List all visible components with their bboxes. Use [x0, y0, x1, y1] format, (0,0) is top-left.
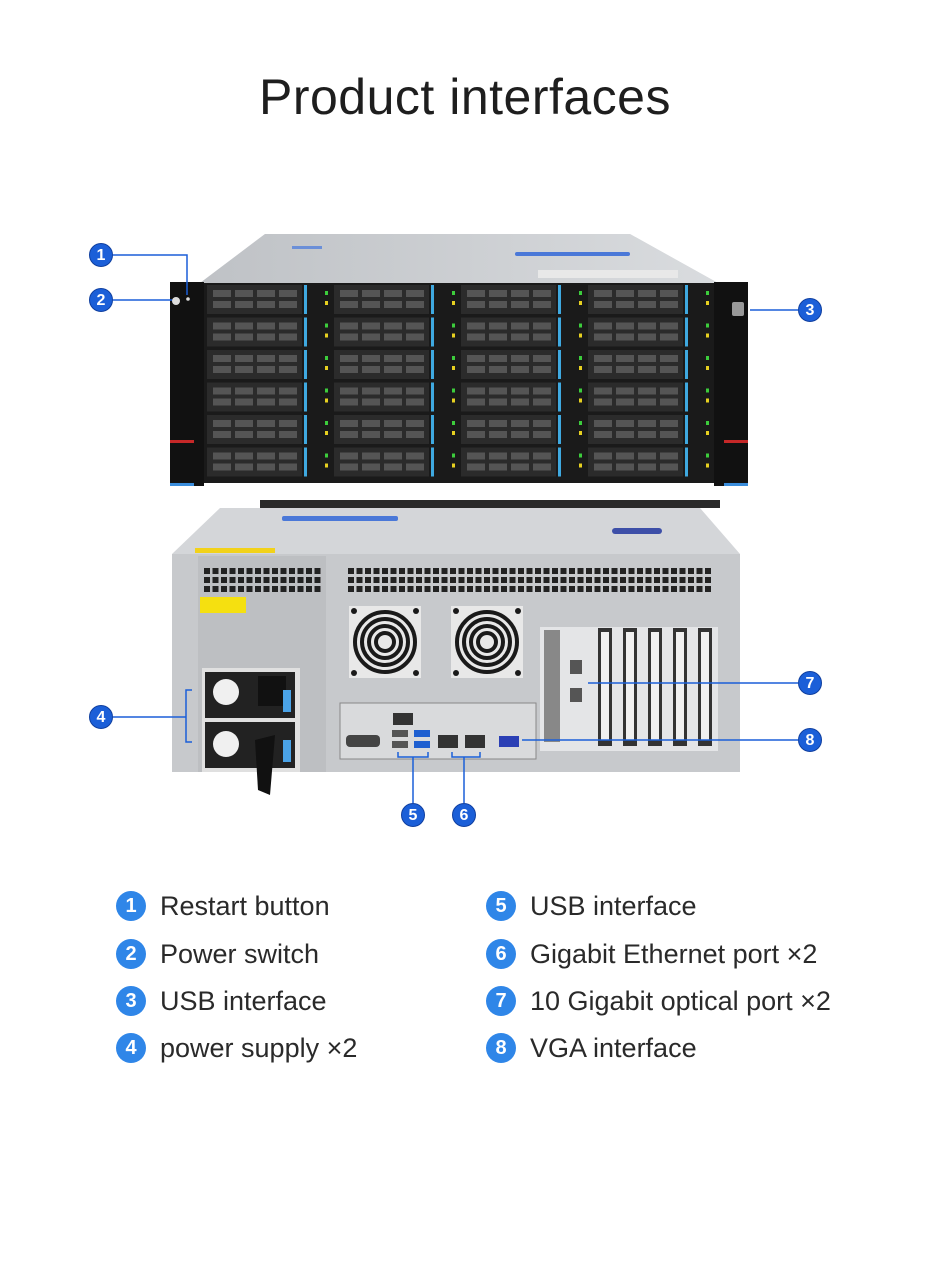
rear-server — [172, 500, 740, 795]
drive-bay — [588, 415, 683, 444]
legend-badge: 3 — [116, 986, 146, 1016]
legend-label: Gigabit Ethernet port ×2 — [530, 938, 818, 969]
legend-label: VGA interface — [530, 1032, 697, 1063]
legend-badge: 6 — [486, 939, 516, 969]
callout-6: 6 — [452, 803, 476, 827]
callout-8: 8 — [798, 728, 822, 752]
legend-label: power supply ×2 — [160, 1032, 358, 1063]
legend-label: Power switch — [160, 938, 320, 969]
drive-bay — [207, 415, 302, 444]
drive-bay — [207, 317, 302, 347]
fan-grille — [451, 606, 523, 678]
drive-bay — [334, 447, 429, 477]
legend-item-power-supply: 4 power supply ×2 — [116, 1031, 357, 1065]
callout-1: 1 — [89, 243, 113, 267]
drive-bay — [207, 350, 302, 379]
drive-bay — [588, 382, 683, 412]
callout-7: 7 — [798, 671, 822, 695]
drive-bay — [334, 350, 429, 379]
legend-item-10g-optical: 7 10 Gigabit optical port ×2 — [486, 984, 831, 1018]
drive-bay — [207, 382, 302, 412]
drive-bay — [334, 382, 429, 412]
legend-badge: 7 — [486, 986, 516, 1016]
callout-4: 4 — [89, 705, 113, 729]
drive-bay — [588, 447, 683, 477]
legend-label: USB interface — [160, 985, 327, 1016]
drive-bay — [461, 285, 556, 314]
callout-3: 3 — [798, 298, 822, 322]
drive-bay — [461, 447, 556, 477]
drive-bay — [588, 285, 683, 314]
drive-bay — [461, 415, 556, 444]
legend-item-usb-rear: 5 USB interface — [486, 889, 697, 923]
drive-bay — [207, 285, 302, 314]
legend-item-power-switch: 2 Power switch — [116, 937, 319, 971]
legend-item-usb-front: 3 USB interface — [116, 984, 327, 1018]
drive-bay — [334, 415, 429, 444]
legend-label: Restart button — [160, 890, 330, 921]
legend-badge: 2 — [116, 939, 146, 969]
legend-item-restart-button: 1 Restart button — [116, 889, 330, 923]
legend-badge: 1 — [116, 891, 146, 921]
drive-bay — [461, 317, 556, 347]
callout-5: 5 — [401, 803, 425, 827]
legend-item-gigabit-ethernet: 6 Gigabit Ethernet port ×2 — [486, 937, 817, 971]
drive-bay — [334, 317, 429, 347]
drive-bay — [588, 350, 683, 379]
legend-badge: 4 — [116, 1033, 146, 1063]
callout-2: 2 — [89, 288, 113, 312]
front-server — [170, 234, 748, 486]
page-title: Product interfaces — [259, 69, 671, 125]
legend-badge: 5 — [486, 891, 516, 921]
legend-label: 10 Gigabit optical port ×2 — [530, 985, 831, 1016]
drive-bay — [461, 350, 556, 379]
legend-item-vga: 8 VGA interface — [486, 1031, 697, 1065]
legend-badge: 8 — [486, 1033, 516, 1063]
drive-bay — [334, 285, 429, 314]
legend-label: USB interface — [530, 890, 697, 921]
fan-grille — [349, 606, 421, 678]
drive-bay — [461, 382, 556, 412]
callout-lines — [113, 254, 798, 803]
drive-bay — [588, 317, 683, 347]
drive-bay — [207, 447, 302, 477]
